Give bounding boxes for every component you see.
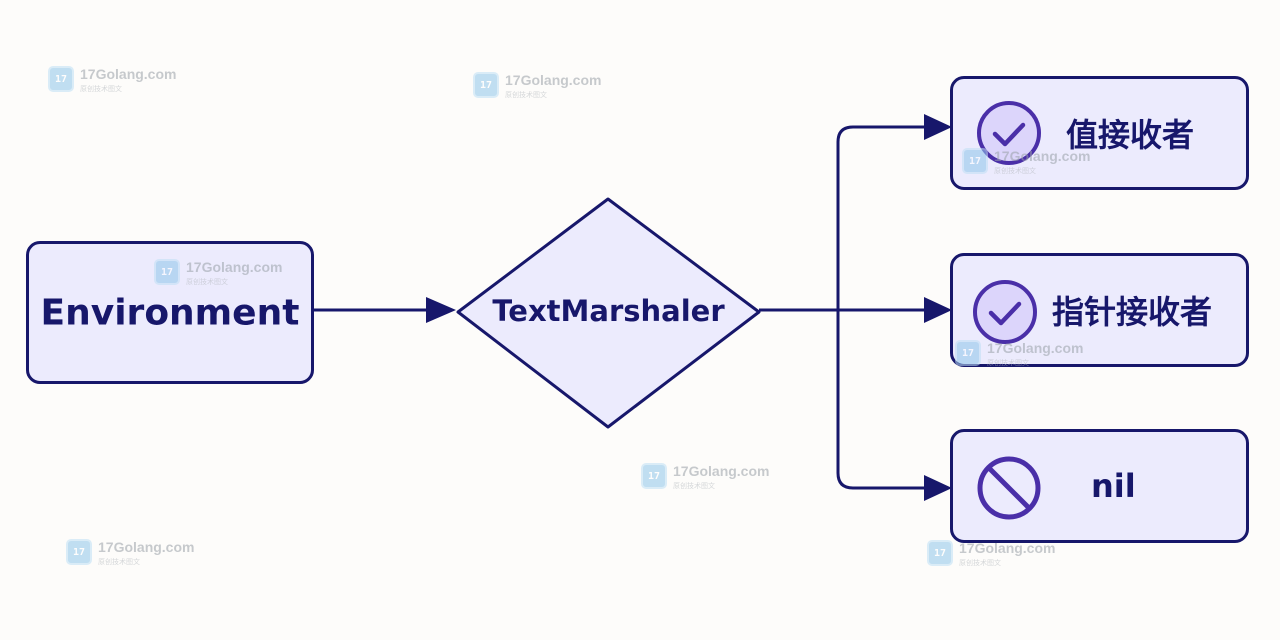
- outcome-nil: nil: [950, 429, 1249, 543]
- decision-diamond: [456, 197, 761, 429]
- outcome-pointer-receiver: 指针接收者: [950, 253, 1249, 367]
- environment-node: Environment: [26, 241, 314, 384]
- check-circle-icon: [977, 101, 1041, 165]
- outcome-pointer-receiver-label: 指针接收者: [1052, 293, 1213, 331]
- arrow-to-nil: [836, 310, 930, 490]
- arrowhead-value-receiver: [924, 114, 952, 140]
- prohibited-icon: [977, 456, 1041, 520]
- environment-label: Environment: [40, 292, 300, 333]
- decision-label: TextMarshaler: [492, 294, 725, 328]
- outcome-nil-label: nil: [1091, 467, 1136, 505]
- arrowhead-decision: [426, 297, 456, 323]
- arrow-to-value-receiver: [836, 125, 930, 310]
- outcome-value-receiver: 值接收者: [950, 76, 1249, 190]
- check-circle-icon: [973, 280, 1037, 344]
- arrowhead-nil: [924, 475, 952, 501]
- outcome-value-receiver-label: 值接收者: [1066, 116, 1195, 154]
- arrowhead-pointer-receiver: [924, 297, 952, 323]
